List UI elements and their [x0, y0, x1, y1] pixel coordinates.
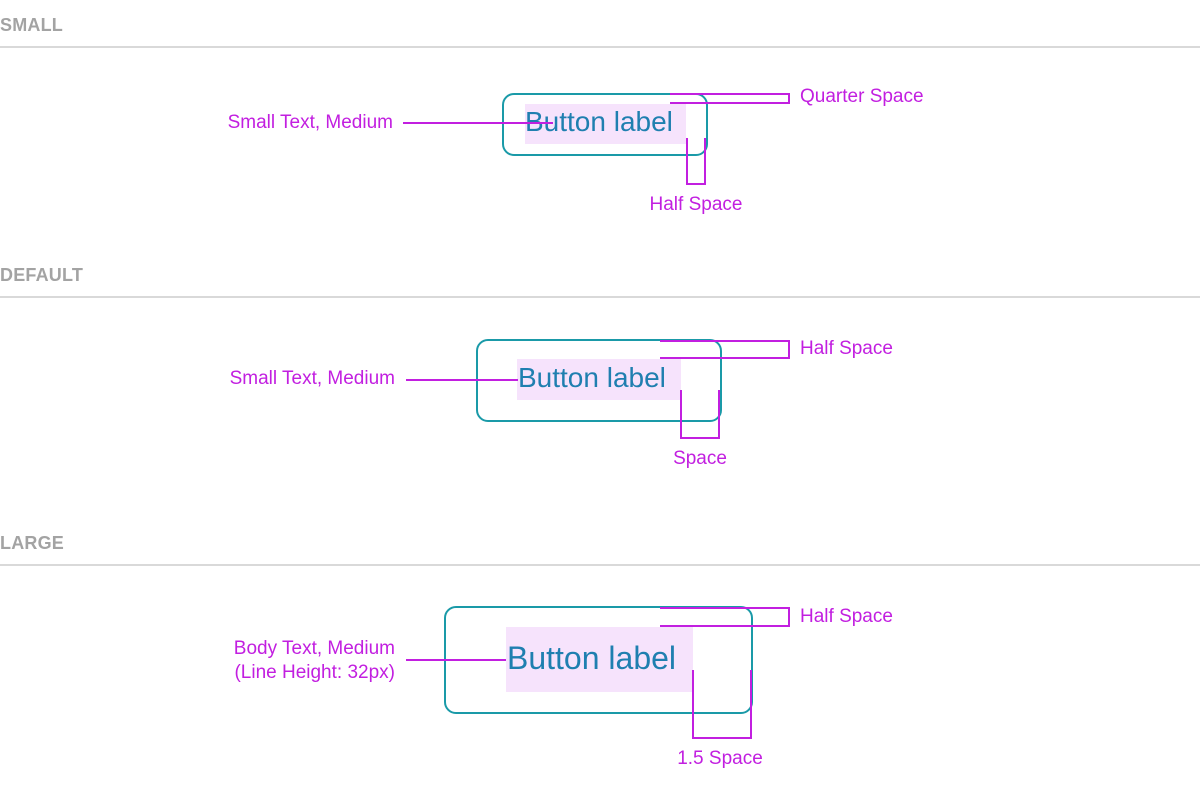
default-horizontal-padding-label: Space: [673, 448, 727, 469]
small-button-label: Button label: [525, 106, 673, 137]
section-title-small: SMALL: [0, 15, 63, 35]
default-text-spec-label: Small Text, Medium: [229, 368, 395, 389]
large-text-spec-line: [406, 659, 506, 661]
section-divider-large: [0, 564, 1200, 566]
small-horizontal-padding-bracket: [686, 138, 706, 185]
large-button-label: Button label: [507, 640, 677, 676]
default-horizontal-padding-bracket: [680, 390, 720, 439]
section-divider-default: [0, 296, 1200, 298]
small-vertical-padding-label: Quarter Space: [800, 86, 924, 107]
large-vertical-padding-bracket: [660, 607, 790, 627]
small-label-highlight: [525, 104, 686, 144]
small-button-outline: [502, 93, 708, 156]
section-title-large: LARGE: [0, 533, 64, 553]
default-vertical-padding-bracket: [660, 340, 790, 359]
default-vertical-padding-label: Half Space: [800, 338, 893, 359]
default-text-spec-line: [406, 379, 518, 381]
large-horizontal-padding-label: 1.5 Space: [677, 748, 763, 769]
section-divider-small: [0, 46, 1200, 48]
small-vertical-padding-bracket: [670, 93, 790, 104]
large-text-spec-label-line2: (Line Height: 32px): [234, 662, 395, 683]
large-vertical-padding-label: Half Space: [800, 606, 893, 627]
large-label-highlight: [506, 627, 693, 692]
default-button-label: Button label: [518, 362, 666, 393]
small-text-spec-line: [403, 122, 553, 124]
small-horizontal-padding-label: Half Space: [649, 194, 743, 215]
large-horizontal-padding-bracket: [692, 670, 752, 739]
section-title-default: DEFAULT: [0, 265, 84, 285]
large-text-spec-label-line1: Body Text, Medium: [233, 638, 395, 659]
small-text-spec-label: Small Text, Medium: [227, 112, 393, 133]
default-label-highlight: [517, 359, 681, 400]
